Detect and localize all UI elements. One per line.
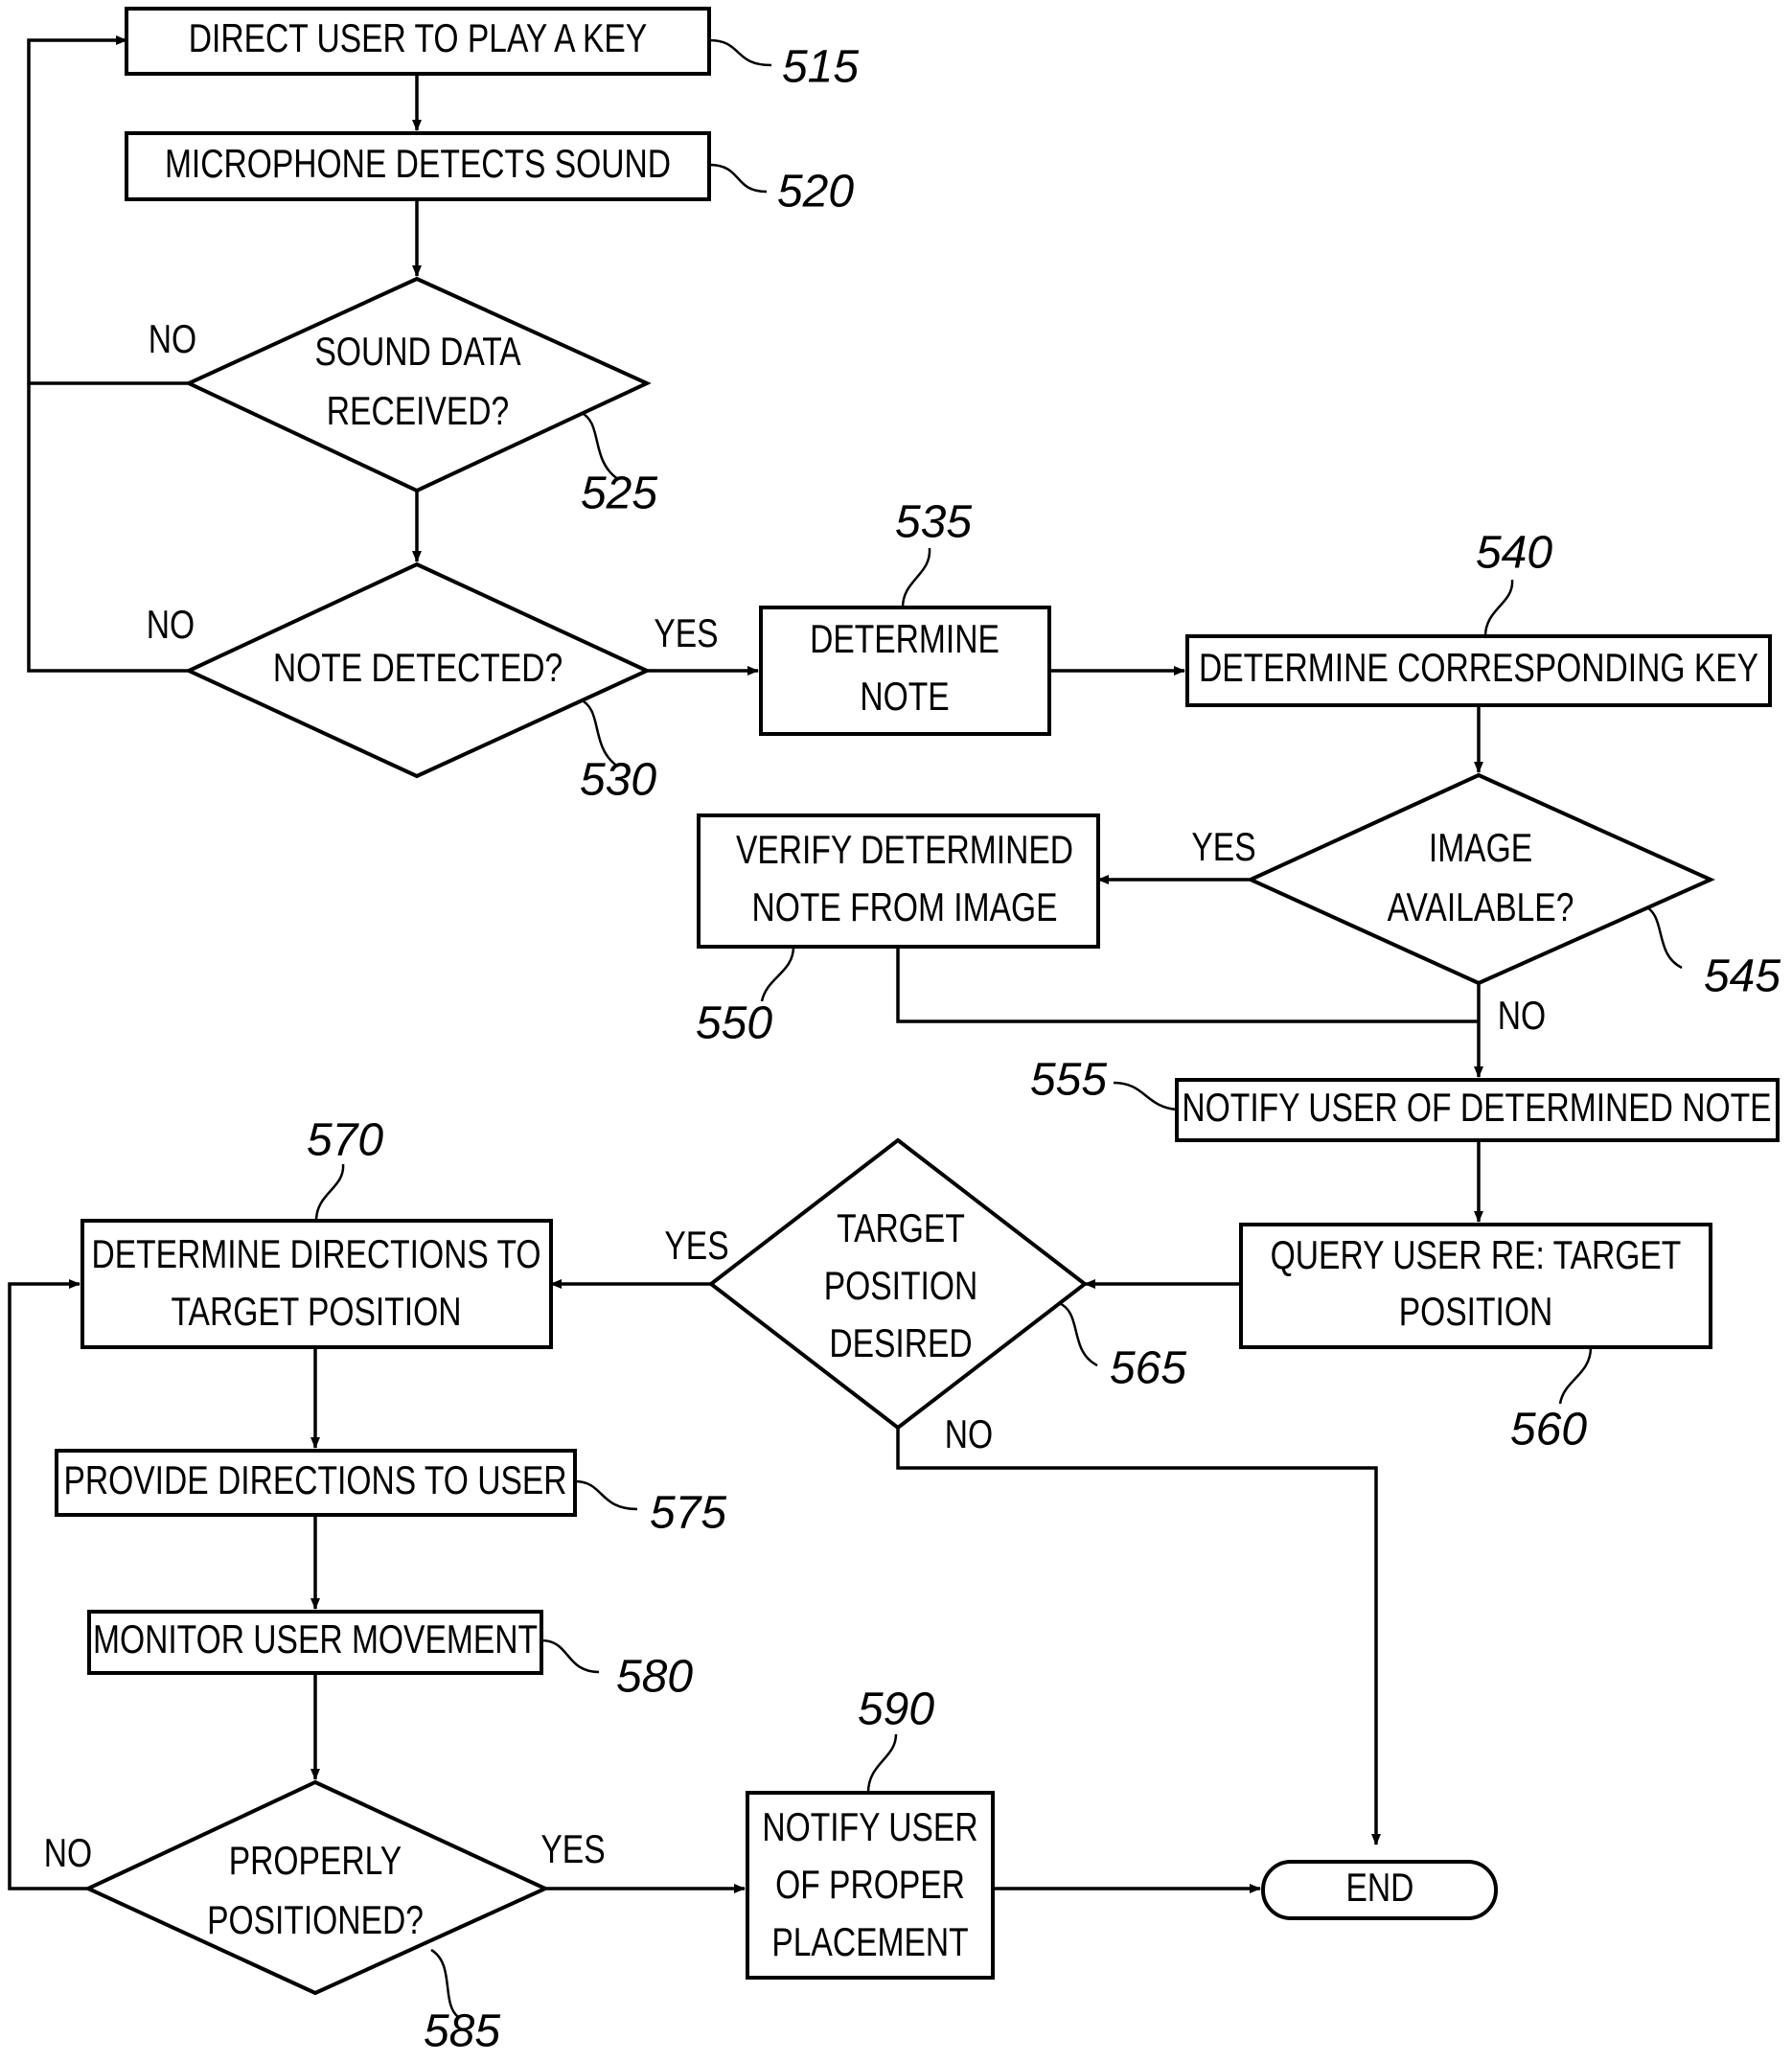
ref-560: 560 xyxy=(1510,1405,1587,1455)
step-590-label-3: PLACEMENT xyxy=(771,1921,968,1965)
leader-590 xyxy=(868,1734,896,1793)
leader-560 xyxy=(1560,1347,1591,1404)
step-570-label-1: DETERMINE DIRECTIONS TO xyxy=(91,1233,540,1277)
step-560-label-1: QUERY USER RE: TARGET xyxy=(1271,1234,1682,1278)
ref-550: 550 xyxy=(696,998,772,1049)
branch-545-yes: YES xyxy=(1191,826,1255,870)
decision-530: NOTE DETECTED? xyxy=(189,564,647,776)
leader-565 xyxy=(1059,1303,1097,1365)
ref-555: 555 xyxy=(1030,1055,1107,1106)
step-575-label: PROVIDE DIRECTIONS TO USER xyxy=(63,1459,566,1503)
decision-565-label-3: DESIRED xyxy=(829,1322,972,1366)
step-555: NOTIFY USER OF DETERMINED NOTE xyxy=(1177,1080,1778,1140)
decision-565-label-1: TARGET xyxy=(837,1207,965,1251)
ref-515: 515 xyxy=(782,42,859,93)
step-540-label: DETERMINE CORRESPONDING KEY xyxy=(1199,647,1758,691)
ref-530: 530 xyxy=(580,755,656,806)
leader-580 xyxy=(541,1640,599,1672)
ref-545: 545 xyxy=(1704,951,1781,1002)
step-570-label-2: TARGET POSITION xyxy=(172,1291,462,1335)
branch-565-yes: YES xyxy=(664,1225,728,1269)
step-580-label: MONITOR USER MOVEMENT xyxy=(93,1618,538,1662)
ref-570: 570 xyxy=(307,1115,383,1166)
branch-525-no: NO xyxy=(149,318,196,362)
decision-585: PROPERLY POSITIONED? xyxy=(88,1782,545,1993)
ref-525: 525 xyxy=(581,469,657,519)
decision-585-label-1: PROPERLY xyxy=(229,1840,402,1884)
step-520: MICROPHONE DETECTS SOUND xyxy=(126,133,709,199)
step-540: DETERMINE CORRESPONDING KEY xyxy=(1187,636,1770,705)
step-515: DIRECT USER TO PLAY A KEY xyxy=(126,9,709,74)
arrow-585-no-loop xyxy=(10,1284,88,1889)
leader-575 xyxy=(575,1481,637,1509)
ref-575: 575 xyxy=(650,1488,726,1539)
branch-545-no: NO xyxy=(1498,995,1546,1039)
leader-520 xyxy=(709,165,767,192)
step-535: DETERMINE NOTE xyxy=(761,607,1049,734)
decision-525-label-1: SOUND DATA xyxy=(314,331,521,375)
decision-545: IMAGE AVAILABLE? xyxy=(1251,775,1711,983)
step-590-label-2: OF PROPER xyxy=(775,1864,965,1908)
step-560-label-2: POSITION xyxy=(1399,1291,1552,1335)
leader-540 xyxy=(1485,580,1512,636)
ref-580: 580 xyxy=(616,1652,693,1703)
branch-565-no: NO xyxy=(945,1413,993,1457)
decision-585-label-2: POSITIONED? xyxy=(207,1899,424,1943)
step-520-label: MICROPHONE DETECTS SOUND xyxy=(165,143,671,187)
step-575: PROVIDE DIRECTIONS TO USER xyxy=(57,1451,575,1515)
ref-540: 540 xyxy=(1476,528,1552,579)
leader-550 xyxy=(762,947,793,1001)
step-590: NOTIFY USER OF PROPER PLACEMENT xyxy=(747,1793,993,1978)
step-560: QUERY USER RE: TARGET POSITION xyxy=(1241,1225,1711,1347)
decision-565: TARGET POSITION DESIRED xyxy=(711,1140,1085,1428)
terminator-end-label: END xyxy=(1346,1867,1414,1911)
arrow-565-no-end xyxy=(898,1428,1376,1844)
step-570: DETERMINE DIRECTIONS TO TARGET POSITION xyxy=(82,1221,551,1347)
step-555-label: NOTIFY USER OF DETERMINED NOTE xyxy=(1182,1087,1771,1131)
decision-530-label: NOTE DETECTED? xyxy=(273,647,563,691)
arrow-550-merge xyxy=(898,947,1479,1021)
decision-545-label-2: AVAILABLE? xyxy=(1388,886,1574,930)
step-535-label-2: NOTE xyxy=(860,676,949,720)
terminator-end: END xyxy=(1263,1862,1496,1918)
ref-535: 535 xyxy=(895,497,972,548)
leader-515 xyxy=(709,40,771,65)
decision-545-label-1: IMAGE xyxy=(1429,827,1532,871)
branch-585-yes: YES xyxy=(540,1828,605,1872)
step-535-label-1: DETERMINE xyxy=(810,618,999,662)
step-550-label-2: NOTE FROM IMAGE xyxy=(751,886,1057,930)
branch-585-no: NO xyxy=(44,1832,92,1876)
leader-555 xyxy=(1114,1083,1177,1110)
leader-545 xyxy=(1643,905,1682,968)
ref-520: 520 xyxy=(777,167,854,218)
ref-585: 585 xyxy=(424,2006,500,2057)
branch-530-yes: YES xyxy=(654,612,718,656)
ref-565: 565 xyxy=(1110,1343,1186,1394)
leader-535 xyxy=(903,548,930,607)
decision-565-label-2: POSITION xyxy=(824,1265,977,1309)
branch-530-no: NO xyxy=(147,604,195,648)
step-515-label: DIRECT USER TO PLAY A KEY xyxy=(189,17,647,61)
decision-525: SOUND DATA RECEIVED? xyxy=(189,279,647,491)
step-590-label-1: NOTIFY USER xyxy=(762,1806,977,1850)
decision-525-label-2: RECEIVED? xyxy=(327,390,509,434)
leader-570 xyxy=(316,1164,343,1221)
step-550: VERIFY DETERMINED NOTE FROM IMAGE xyxy=(699,815,1098,947)
ref-590: 590 xyxy=(858,1684,934,1735)
step-550-label-1: VERIFY DETERMINED xyxy=(736,829,1073,873)
step-580: MONITOR USER MOVEMENT xyxy=(89,1612,541,1673)
